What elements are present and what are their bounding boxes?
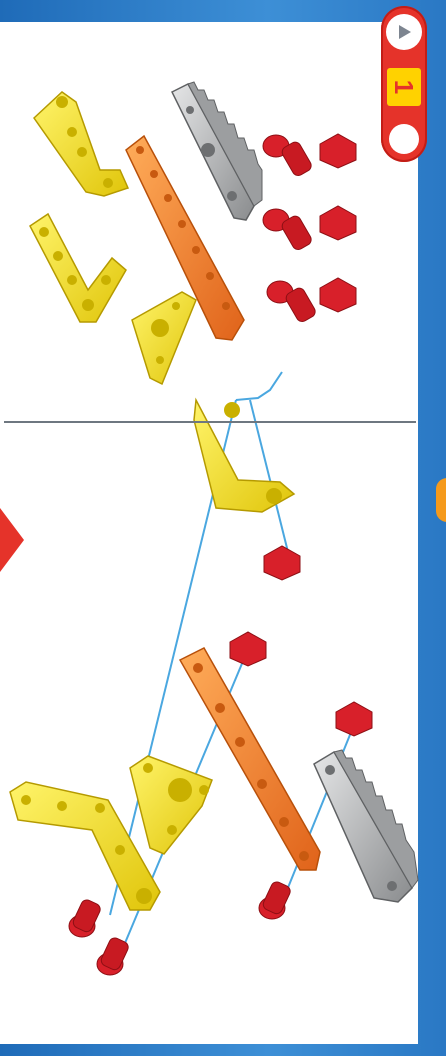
assembly-nut (230, 632, 266, 666)
nut-parts (320, 134, 356, 312)
gray-rack-part (172, 82, 262, 220)
side-marker (0, 508, 24, 572)
step-number: 1 (387, 68, 421, 106)
assembly-triangle-plate (130, 756, 212, 854)
assembly-gray-rack (314, 750, 418, 902)
assembly-screw (97, 936, 130, 975)
triangle-plate-part (132, 292, 196, 384)
side-blob (436, 478, 446, 522)
panel-divider (4, 421, 416, 423)
step-tab[interactable]: 1 (381, 6, 427, 162)
assembly-diagram (10, 372, 418, 975)
assembly-nut (264, 546, 300, 580)
assembly-nut (336, 702, 372, 736)
parts-list (30, 82, 356, 384)
tab-dot (389, 124, 419, 154)
l-bracket-part (34, 92, 128, 196)
play-button[interactable] (386, 14, 422, 50)
assembly-screw (69, 898, 102, 937)
screw-parts (263, 135, 317, 324)
play-icon (394, 22, 414, 42)
v-bracket-part (30, 214, 126, 322)
assembly-screw (259, 880, 292, 919)
assembly-l-bracket (194, 400, 294, 512)
